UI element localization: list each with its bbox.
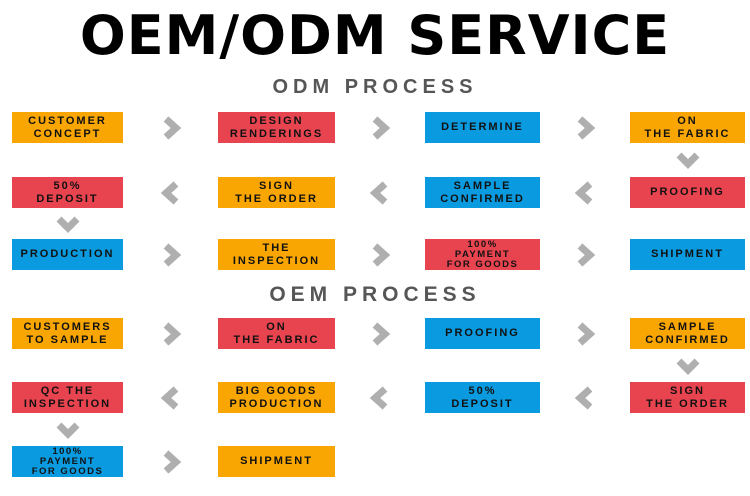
connector-row	[12, 413, 750, 446]
arrow-right-icon	[540, 318, 630, 349]
arrow-down-icon	[12, 208, 123, 239]
arrow-right-icon	[123, 318, 218, 349]
arrow-left-icon	[540, 382, 630, 413]
process-box: QC THE INSPECTION	[12, 382, 123, 413]
arrow-right-icon	[540, 112, 630, 143]
process-box: SIGN THE ORDER	[218, 177, 335, 208]
arrow-right-icon	[123, 112, 218, 143]
process-box: CUSTOMER CONCEPT	[12, 112, 123, 143]
process-box: SIGN THE ORDER	[630, 382, 745, 413]
process-box: ON THE FABRIC	[630, 112, 745, 143]
process-box: ON THE FABRIC	[218, 318, 335, 349]
process-box: SAMPLE CONFIRMED	[425, 177, 540, 208]
process-row: CUSTOMER CONCEPT DESIGN RENDERINGS DETER…	[12, 112, 750, 143]
process-box: PROOFING	[425, 318, 540, 349]
page-title: OEM/ODM SERVICE	[79, 4, 671, 67]
process-row: PRODUCTION THE INSPECTION 100% PAYMENT F…	[12, 239, 750, 270]
arrow-right-icon	[123, 446, 218, 477]
arrow-left-icon	[540, 177, 630, 208]
arrow-right-icon	[335, 239, 425, 270]
process-box: SAMPLE CONFIRMED	[630, 318, 745, 349]
arrow-down-icon	[630, 143, 745, 177]
arrow-down-icon	[630, 349, 745, 382]
arrow-right-icon	[335, 318, 425, 349]
process-box: 50% DEPOSIT	[12, 177, 123, 208]
process-box: 50% DEPOSIT	[425, 382, 540, 413]
process-box: BIG GOODS PRODUCTION	[218, 382, 335, 413]
process-box: DESIGN RENDERINGS	[218, 112, 335, 143]
odm-process-heading: ODM PROCESS	[272, 76, 478, 98]
process-box: 100% PAYMENT FOR GOODS	[12, 446, 123, 477]
process-row: CUSTOMERS TO SAMPLE ON THE FABRIC PROOFI…	[12, 318, 750, 349]
arrow-left-icon	[123, 177, 218, 208]
connector-row	[12, 143, 750, 177]
arrow-right-icon	[540, 239, 630, 270]
process-row: 50% DEPOSIT SIGN THE ORDER SAMPLE CONFIR…	[12, 177, 750, 208]
arrow-down-icon	[12, 413, 123, 446]
arrow-right-icon	[123, 239, 218, 270]
connector-row	[12, 349, 750, 382]
process-box: PRODUCTION	[12, 239, 123, 270]
process-box: THE INSPECTION	[218, 239, 335, 270]
process-row: 100% PAYMENT FOR GOODS SHIPMENT	[12, 446, 750, 477]
process-box: CUSTOMERS TO SAMPLE	[12, 318, 123, 349]
process-box: DETERMINE	[425, 112, 540, 143]
process-row: QC THE INSPECTION BIG GOODS PRODUCTION 5…	[12, 382, 750, 413]
arrow-left-icon	[123, 382, 218, 413]
process-box: PROOFING	[630, 177, 745, 208]
process-box: SHIPMENT	[218, 446, 335, 477]
oem-process-heading: OEM PROCESS	[269, 283, 481, 306]
process-box: SHIPMENT	[630, 239, 745, 270]
connector-row	[12, 208, 750, 239]
process-box: 100% PAYMENT FOR GOODS	[425, 239, 540, 270]
arrow-left-icon	[335, 382, 425, 413]
arrow-left-icon	[335, 177, 425, 208]
arrow-right-icon	[335, 112, 425, 143]
